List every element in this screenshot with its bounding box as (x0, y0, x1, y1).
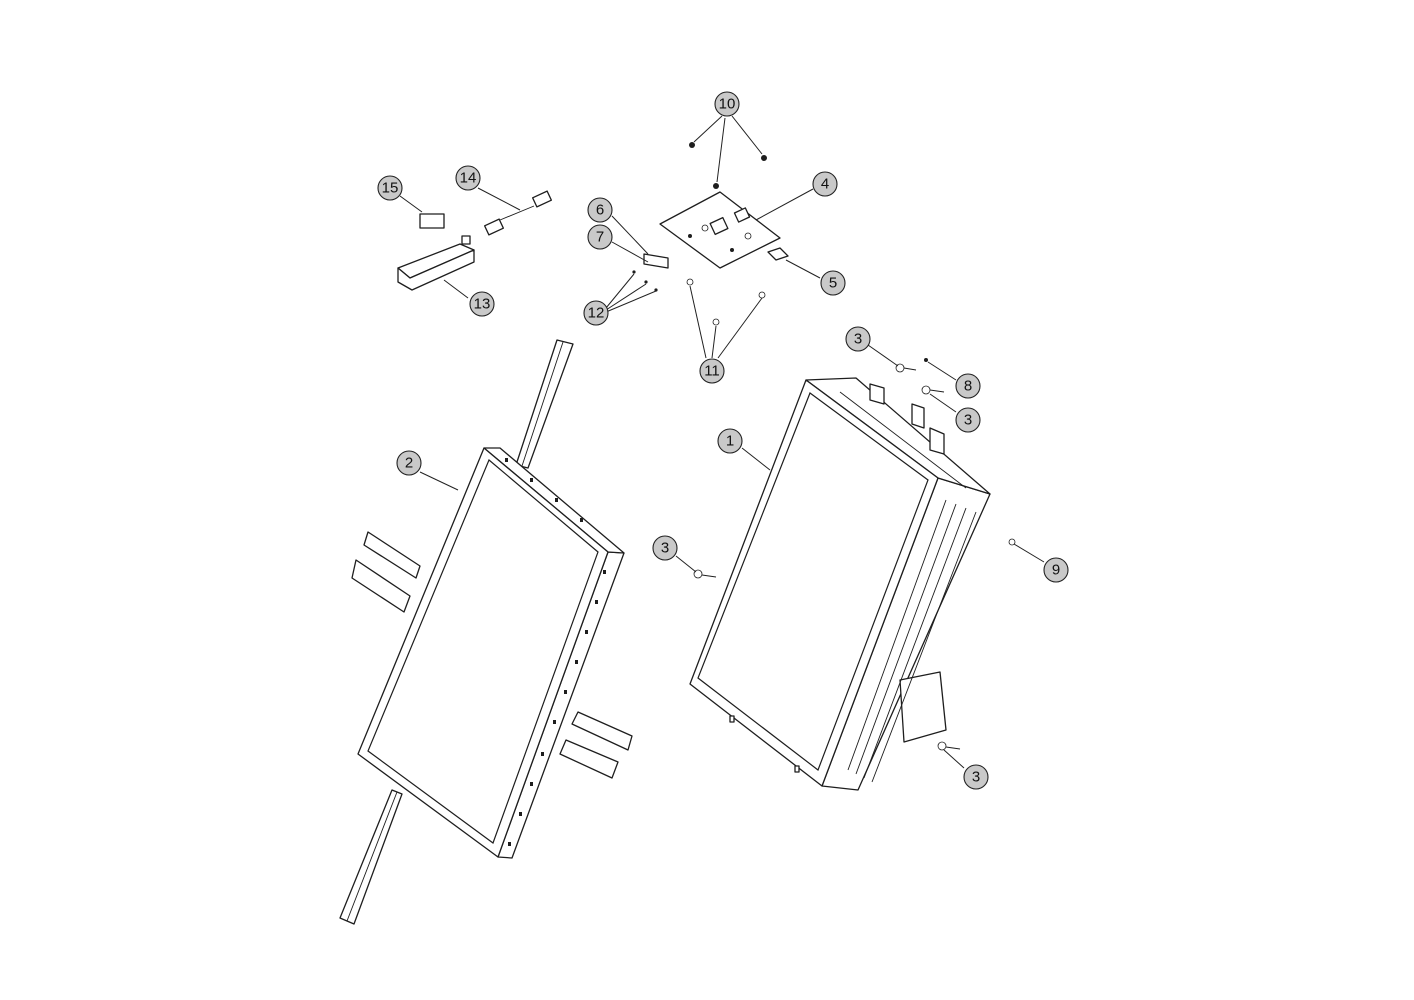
right-flex-tab-lower (559, 739, 619, 779)
pad-part (419, 213, 445, 229)
callout-8: 8 (955, 373, 981, 399)
callout-8-label: 8 (964, 378, 972, 395)
callout-10: 10 (714, 91, 740, 117)
callout-1-label: 1 (726, 433, 734, 450)
callout-3-left: 3 (652, 535, 678, 561)
callout-6-label: 6 (596, 202, 604, 219)
touch-panel-clips (505, 458, 606, 846)
bottom-flex-cable (339, 789, 403, 925)
callout-3-right: 3 (955, 407, 981, 433)
callout-4: 4 (812, 171, 838, 197)
callout-11-label: 11 (704, 363, 720, 380)
callout-13: 13 (469, 291, 495, 317)
callout-2-label: 2 (405, 455, 413, 472)
callout-5-label: 5 (829, 275, 837, 292)
display-module-part (689, 377, 991, 791)
callout-3-top-label: 3 (854, 331, 862, 348)
callout-3-right-label: 3 (964, 412, 972, 429)
callout-3-bottom-label: 3 (972, 769, 980, 786)
callout-3-top: 3 (845, 326, 871, 352)
callout-2: 2 (396, 450, 422, 476)
bracket-side (899, 671, 947, 743)
screws (632, 142, 1016, 751)
callout-6: 6 (587, 197, 613, 223)
leader-lines (399, 115, 1045, 769)
callout-5: 5 (820, 270, 846, 296)
callout-11: 11 (699, 358, 725, 384)
callout-12-label: 12 (588, 305, 605, 322)
bracket-top-2 (911, 403, 925, 429)
callout-13-label: 13 (474, 296, 491, 313)
callout-3-left-label: 3 (661, 540, 669, 557)
bracket-part (643, 253, 669, 269)
callout-9-label: 9 (1052, 562, 1060, 579)
display-screen (697, 392, 929, 771)
bracket-top-3 (929, 427, 945, 455)
bracket-top-1 (869, 383, 885, 405)
right-flex-tab-upper (571, 711, 633, 751)
callout-14: 14 (455, 165, 481, 191)
callout-12: 12 (583, 300, 609, 326)
cable-part (483, 190, 553, 236)
circuit-board-part (659, 191, 781, 269)
top-flex-cable (515, 339, 574, 469)
chip-part (767, 247, 789, 261)
module-part (397, 235, 475, 291)
callout-3-bottom: 3 (963, 764, 989, 790)
touch-panel-part (339, 339, 633, 925)
callout-10-label: 10 (719, 96, 736, 113)
callout-9: 9 (1043, 557, 1069, 583)
callout-15: 15 (377, 175, 403, 201)
callout-15-label: 15 (382, 180, 399, 197)
touch-panel-glass (367, 459, 599, 844)
callout-4-label: 4 (821, 176, 829, 193)
callout-14-label: 14 (460, 170, 477, 187)
left-flex-tab-upper (363, 531, 421, 579)
callout-7: 7 (587, 224, 613, 250)
callout-7-label: 7 (596, 229, 604, 246)
callout-1: 1 (717, 428, 743, 454)
display-vents (839, 391, 977, 783)
callouts: 10 15 14 4 6 7 5 13 12 3 8 11 3 1 2 3 9 … (377, 91, 1069, 790)
left-flex-tab-lower (351, 559, 411, 613)
